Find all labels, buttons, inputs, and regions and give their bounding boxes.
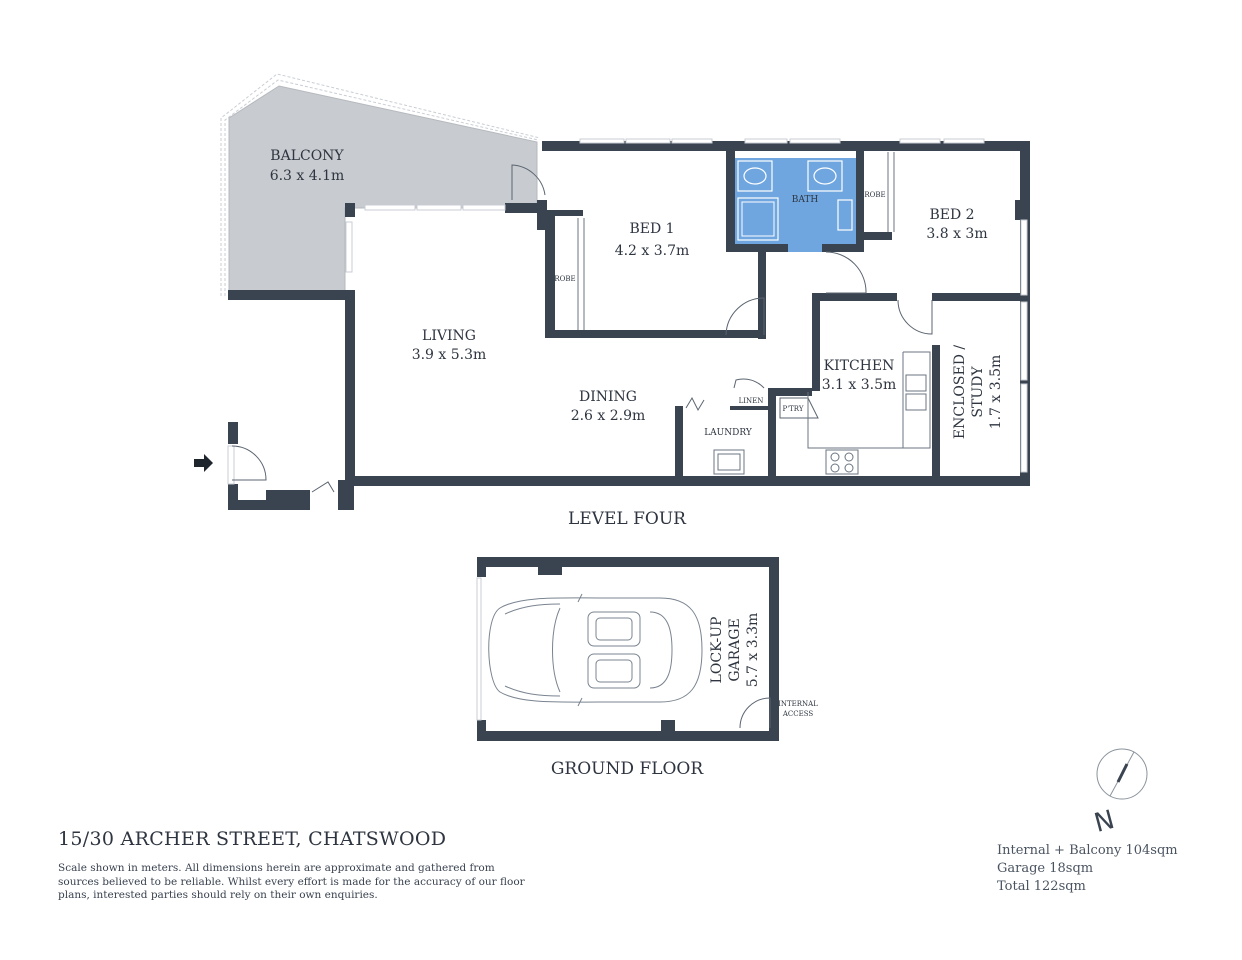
doors-level-four: [231, 164, 933, 493]
property-address: 15/30 ARCHER STREET, CHATSWOOD: [58, 828, 447, 850]
compass-icon: [1096, 748, 1148, 800]
linen-label: LINEN: [739, 397, 764, 405]
kitchen-fixtures: [713, 351, 931, 475]
internal-access-line2: ACCESS: [782, 710, 814, 718]
dining-dims: 2.6 x 2.9m: [571, 408, 646, 424]
garage-dims: 5.7 x 3.3m: [745, 613, 761, 688]
compass-north-label: N: [1091, 805, 1118, 839]
area-summary: Internal + Balcony 104sqm Garage 18sqm T…: [997, 842, 1178, 896]
disclaimer-line: plans, interested parties should rely on…: [58, 889, 378, 901]
garage-door: [739, 697, 771, 729]
bath-label: BATH: [792, 195, 819, 205]
bed2-dims: 3.8 x 3m: [926, 226, 987, 242]
balcony-label: BALCONY: [270, 148, 344, 164]
disclaimer-line: Scale shown in meters. All dimensions he…: [58, 862, 495, 874]
dining-label: DINING: [579, 389, 637, 405]
walls-garage: [476, 557, 779, 741]
area-total: Total 122sqm: [997, 879, 1086, 894]
robes: [577, 152, 895, 330]
disclaimer-line: sources believed to be reliable. Whilst …: [58, 875, 525, 888]
garage-label-line2: GARAGE: [727, 618, 743, 681]
bed2-label: BED 2: [929, 207, 974, 223]
study-label-line1: ENCLOSED /: [952, 345, 968, 439]
kitchen-label: KITCHEN: [824, 358, 895, 374]
area-internal-balcony: Internal + Balcony 104sqm: [997, 843, 1178, 858]
bath-area: [735, 158, 856, 252]
kitchen-dims: 3.1 x 3.5m: [822, 377, 897, 393]
bed1-robe-label: ROBE: [554, 275, 575, 283]
level-four-label: LEVEL FOUR: [568, 509, 687, 529]
living-dims: 3.9 x 5.3m: [412, 347, 487, 363]
ground-floor-label: GROUND FLOOR: [551, 759, 705, 779]
study-label-line2: STUDY: [970, 366, 986, 418]
pantry-label: P'TRY: [783, 405, 804, 413]
bath-fixtures: [737, 160, 853, 241]
garage-label-line1: LOCK-UP: [709, 617, 725, 684]
entry-arrow-icon: [194, 454, 213, 472]
area-garage: Garage 18sqm: [997, 861, 1094, 876]
windows-level-four: [227, 138, 1028, 485]
balcony-area: [228, 85, 538, 293]
internal-access-line1: INTERNAL: [778, 700, 818, 708]
study-dims: 1.7 x 3.5m: [988, 355, 1004, 430]
bed1-dims: 4.2 x 3.7m: [615, 243, 690, 259]
car-icon: [488, 593, 703, 707]
bed2-robe-label: ROBE: [864, 191, 885, 199]
laundry-label: LAUNDRY: [704, 428, 753, 438]
bed1-label: BED 1: [629, 221, 674, 237]
balcony-dims: 6.3 x 4.1m: [270, 168, 345, 184]
disclaimer: Scale shown in meters. All dimensions he…: [58, 862, 528, 903]
living-label: LIVING: [422, 328, 476, 344]
